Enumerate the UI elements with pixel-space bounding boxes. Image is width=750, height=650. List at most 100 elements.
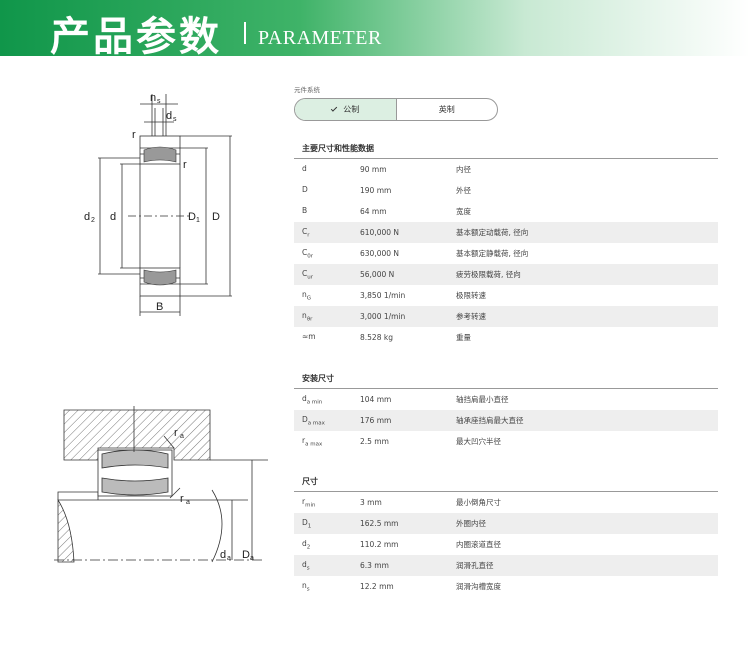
param-description: 内圈滚道直径	[456, 540, 501, 549]
param-description: 润滑孔直径	[456, 561, 494, 570]
label-da: d	[220, 549, 226, 561]
label-D: D	[212, 211, 220, 223]
label-Da: D	[242, 549, 250, 561]
param-symbol: Cr	[302, 226, 310, 239]
dimensions-section: 尺寸 rmin 3 mm 最小倒角尺寸 D1 162.5 mm 外圈内径 d2 110.2 mm…	[294, 472, 718, 597]
table-row: d 90 mm 内径	[294, 159, 718, 180]
param-value: 630,000 N	[360, 249, 400, 258]
table-row: Da max 176 mm 轴承座挡肩最大直径	[294, 410, 718, 431]
param-value: 176 mm	[360, 416, 392, 425]
table-row: D1 162.5 mm 外圈内径	[294, 513, 718, 534]
table-row: ns 12.2 mm 润滑沟槽宽度	[294, 576, 718, 597]
param-value: 610,000 N	[360, 228, 400, 237]
param-symbol: d	[302, 163, 307, 173]
metric-option[interactable]: 公制	[295, 99, 397, 120]
banner-separator	[244, 22, 246, 44]
param-value: 56,000 N	[360, 270, 395, 279]
mounting-dimensions-section: 安装尺寸 da min 104 mm 轴挡肩最小直径 Da max 176 mm 轴承座挡肩…	[294, 369, 718, 452]
label-D1: D	[188, 211, 196, 223]
label-B: B	[156, 301, 163, 313]
section-title: 尺寸	[294, 472, 718, 492]
table-row: rmin 3 mm 最小倒角尺寸	[294, 492, 718, 513]
svg-text:a: a	[227, 555, 231, 562]
param-symbol: C0r	[302, 247, 314, 260]
param-symbol: ns	[302, 580, 310, 593]
param-symbol: B	[302, 205, 308, 215]
param-value: 90 mm	[360, 165, 387, 174]
table-row: C0r 630,000 N 基本额定静载荷, 径向	[294, 243, 718, 264]
param-description: 外圈内径	[456, 519, 486, 528]
param-description: 轴承座挡肩最大直径	[456, 416, 524, 425]
param-description: 参考转速	[456, 312, 486, 321]
table-row: ds 6.3 mm 润滑孔直径	[294, 555, 718, 576]
param-description: 基本额定静载荷, 径向	[456, 249, 529, 258]
param-description: 疲劳极限载荷, 径向	[456, 270, 521, 279]
label-d2: d	[84, 211, 90, 223]
imperial-option[interactable]: 英制	[397, 99, 498, 120]
label-ra-upper: r	[174, 427, 178, 439]
param-value: 162.5 mm	[360, 519, 399, 528]
table-row: B 64 mm 宽度	[294, 201, 718, 222]
svg-text:s: s	[173, 116, 177, 123]
param-value: 104 mm	[360, 395, 392, 404]
param-description: 外径	[456, 186, 471, 195]
bearing-dimension-diagram: n s d s r r d 2 d D 1 D B	[80, 88, 260, 323]
section-title: 安装尺寸	[294, 369, 718, 389]
mounting-dimension-diagram: r a r a d a D a	[52, 402, 272, 572]
table-row: ra max 2.5 mm 最大凹穴半径	[294, 431, 718, 452]
imperial-label: 英制	[438, 105, 455, 114]
svg-text:2: 2	[91, 217, 95, 224]
param-description: 宽度	[456, 207, 471, 216]
label-ns: n	[150, 92, 156, 104]
param-value: 12.2 mm	[360, 582, 394, 591]
check-icon	[331, 105, 338, 112]
param-value: 64 mm	[360, 207, 387, 216]
param-value: 110.2 mm	[360, 540, 399, 549]
svg-text:1: 1	[196, 217, 200, 224]
table-row: da min 104 mm 轴挡肩最小直径	[294, 389, 718, 410]
table-row: Cr 610,000 N 基本额定动载荷, 径向	[294, 222, 718, 243]
param-symbol: ds	[302, 559, 310, 572]
param-value: 6.3 mm	[360, 561, 389, 570]
param-value: 2.5 mm	[360, 437, 389, 446]
param-description: 内径	[456, 165, 471, 174]
param-symbol: D	[302, 184, 308, 194]
svg-text:a: a	[186, 499, 190, 506]
label-ds: d	[166, 110, 172, 122]
param-symbol: D1	[302, 517, 312, 530]
label-ra-lower: r	[180, 493, 184, 505]
svg-text:a: a	[250, 555, 254, 562]
svg-text:a: a	[180, 433, 184, 440]
param-symbol: da min	[302, 393, 323, 406]
label-d: d	[110, 211, 116, 223]
param-description: 重量	[456, 333, 471, 342]
param-description: 极限转速	[456, 291, 486, 300]
param-symbol: nϑr	[302, 310, 313, 323]
param-description: 轴挡肩最小直径	[456, 395, 509, 404]
table-row: d2 110.2 mm 内圈滚道直径	[294, 534, 718, 555]
table-row: Cur 56,000 N 疲劳极限载荷, 径向	[294, 264, 718, 285]
param-symbol: ra max	[302, 435, 323, 448]
param-value: 3,000 1/min	[360, 312, 406, 321]
param-description: 基本额定动载荷, 径向	[456, 228, 529, 237]
param-description: 最大凹穴半径	[456, 437, 501, 446]
table-row: nϑr 3,000 1/min 参考转速	[294, 306, 718, 327]
label-r-right: r	[183, 159, 187, 171]
unit-toggle: 公制 英制	[294, 98, 498, 121]
banner-title: 产品参数	[50, 14, 222, 60]
param-value: 8.528 kg	[360, 333, 393, 342]
param-description: 润滑沟槽宽度	[456, 582, 501, 591]
param-symbol: d2	[302, 538, 311, 551]
param-description: 最小倒角尺寸	[456, 498, 501, 507]
param-value: 3 mm	[360, 498, 382, 507]
param-symbol: nG	[302, 289, 312, 302]
banner-subtitle: PARAMETER	[258, 27, 382, 49]
param-symbol: Cur	[302, 268, 313, 281]
unit-system-caption: 元件系统	[294, 86, 320, 94]
param-symbol: rmin	[302, 496, 316, 509]
param-symbol: Da max	[302, 414, 325, 427]
